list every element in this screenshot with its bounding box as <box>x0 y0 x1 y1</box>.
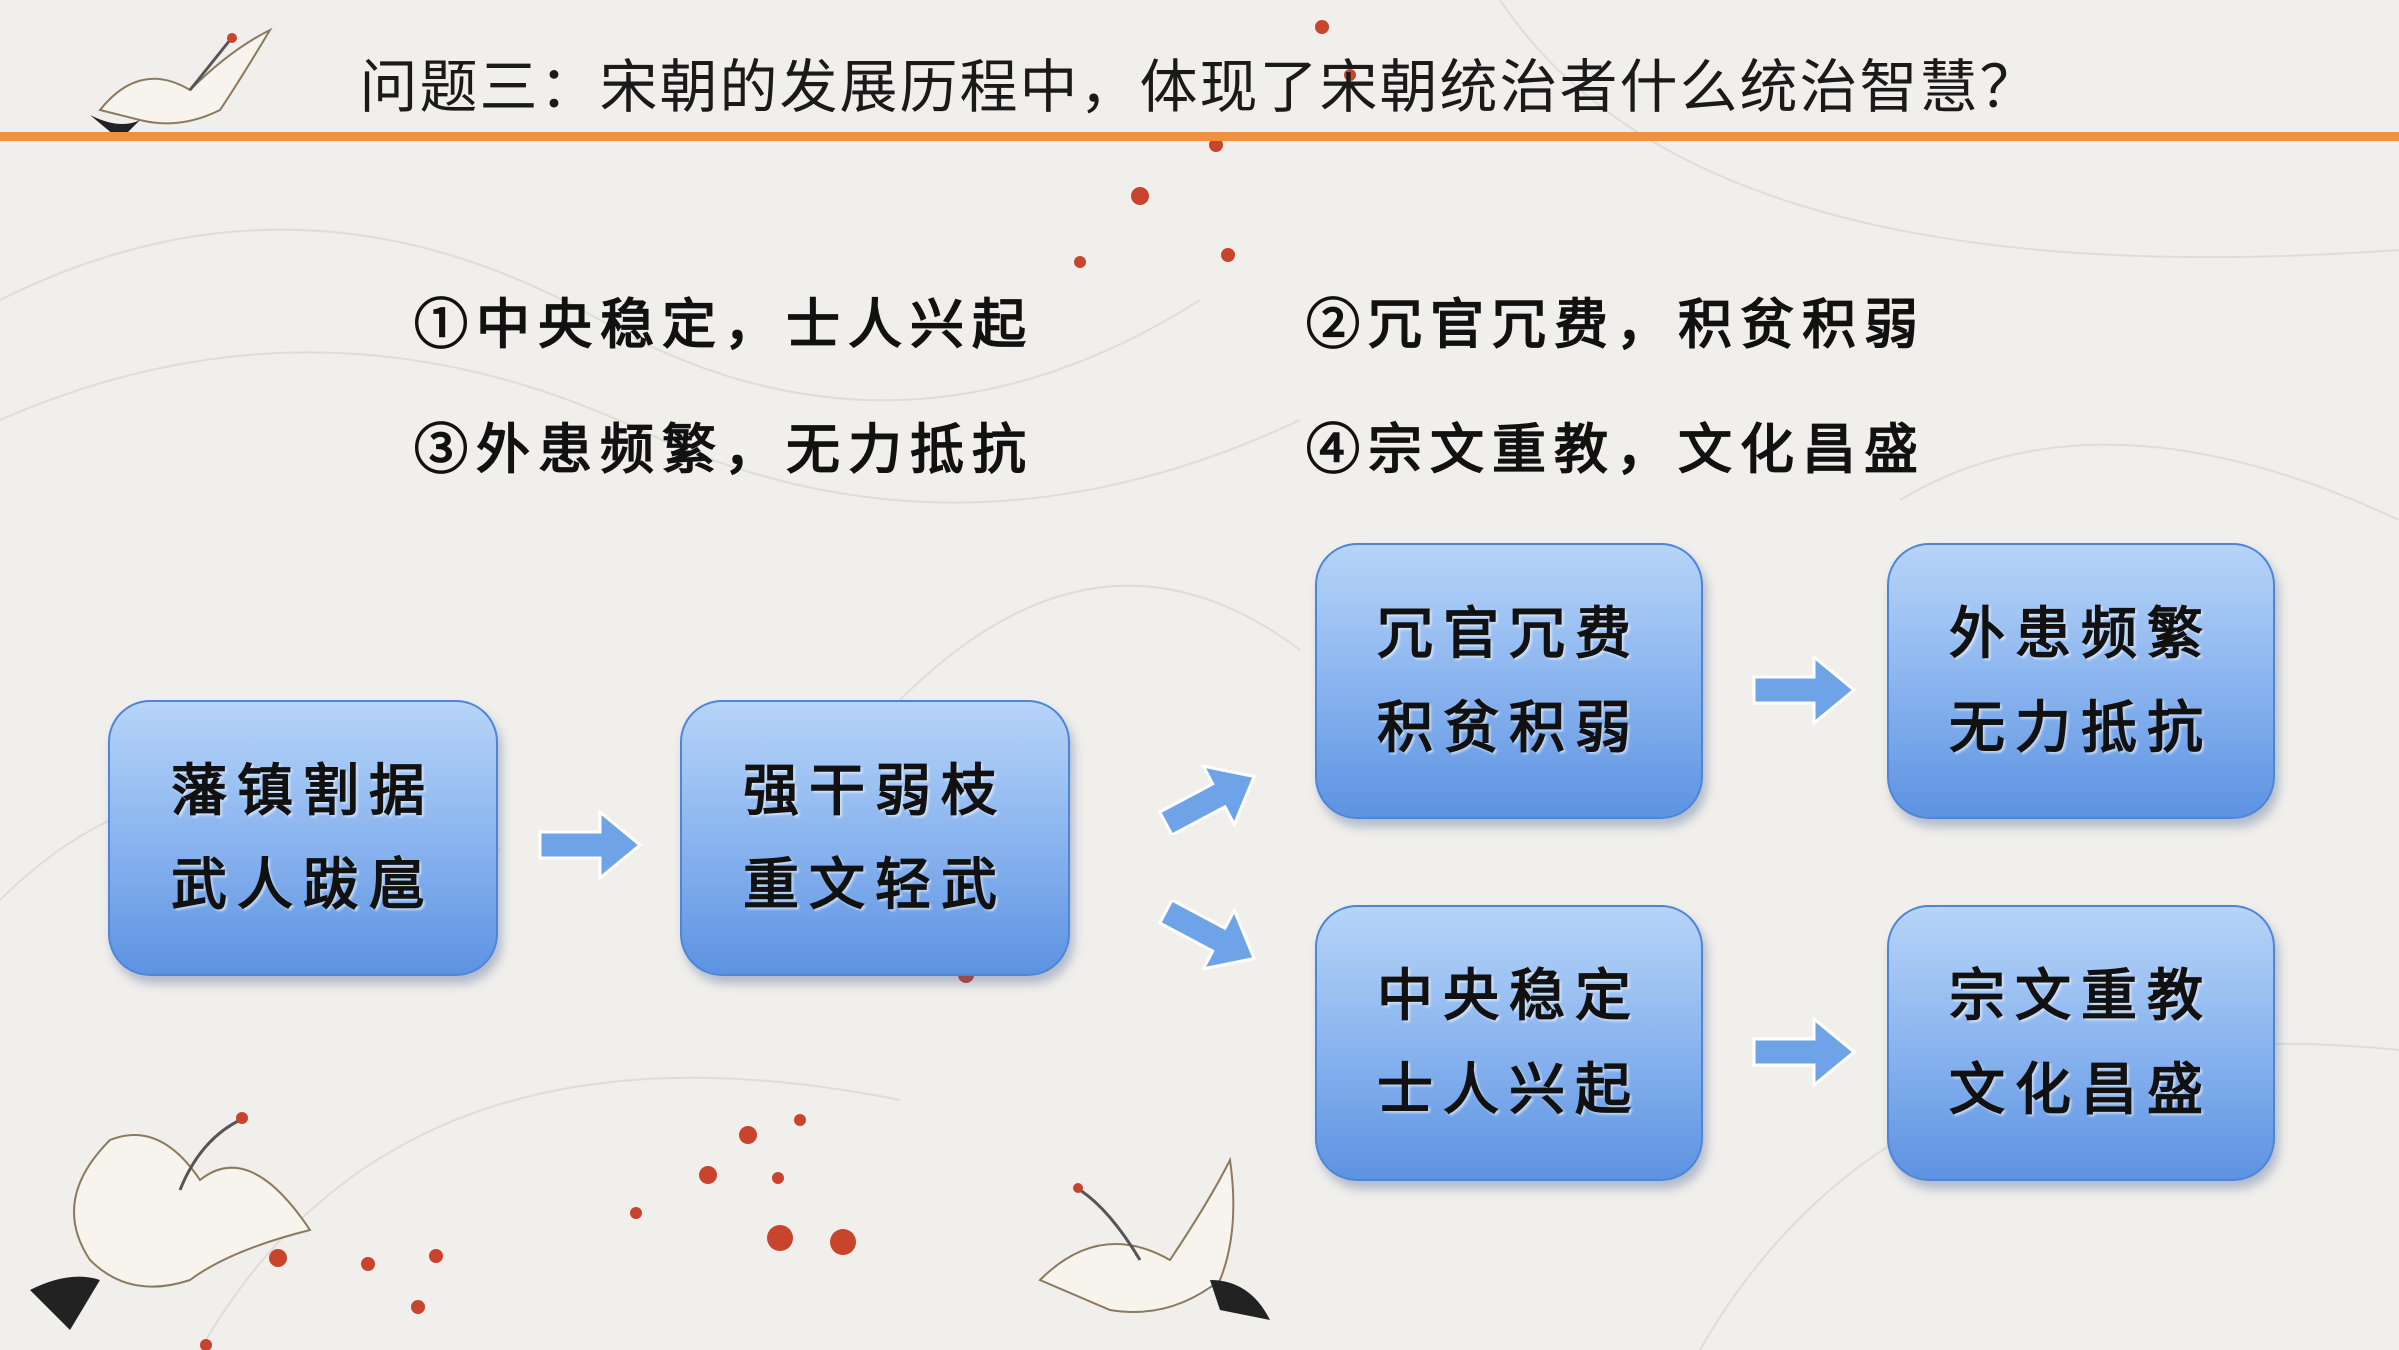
arrow-right-icon <box>1752 655 1856 725</box>
flow-box-line1: 宗文重教 <box>1949 963 2213 1029</box>
option-3: ③外患频繁，无力抵抗 <box>414 417 1034 481</box>
flow-box-line2: 文化昌盛 <box>1949 1057 2213 1123</box>
flow-box-line2: 积贫积弱 <box>1377 695 1641 761</box>
flow-box-line1: 外患频繁 <box>1949 601 2213 667</box>
flow-box-line1: 藩镇割据 <box>171 758 435 824</box>
page-title: 问题三：宋朝的发展历程中，体现了宋朝统治者什么统治智慧？ <box>359 53 2040 121</box>
flow-box-rongguan: 冗官冗费 积贫积弱 <box>1315 543 1703 819</box>
crane-icon <box>90 27 273 140</box>
flow-box-line2: 重文轻武 <box>743 852 1007 918</box>
option-2: ②冗官冗费，积贫积弱 <box>1306 292 1926 356</box>
flow-box-waihuan: 外患频繁 无力抵抗 <box>1887 543 2275 819</box>
flow-box-line1: 强干弱枝 <box>743 758 1007 824</box>
arrow-down-right-icon <box>1158 900 1257 970</box>
arrow-right-icon <box>1752 1017 1856 1087</box>
flow-box-zhongyang: 中央稳定 士人兴起 <box>1315 905 1703 1181</box>
flow-box-zongwen: 宗文重教 文化昌盛 <box>1887 905 2275 1181</box>
flow-box-line1: 冗官冗费 <box>1377 601 1641 667</box>
option-1: ①中央稳定，士人兴起 <box>414 292 1034 356</box>
flow-box-qianggan: 强干弱枝 重文轻武 <box>680 700 1070 976</box>
flow-box-line2: 士人兴起 <box>1377 1057 1641 1123</box>
arrow-right-icon <box>538 810 642 880</box>
red-dots <box>200 20 1356 1350</box>
flow-box-fanzhen: 藩镇割据 武人跋扈 <box>108 700 498 976</box>
option-4: ④宗文重教，文化昌盛 <box>1306 417 1926 481</box>
crane-icon <box>30 1112 312 1330</box>
flow-box-line2: 无力抵抗 <box>1949 695 2213 761</box>
flow-box-line1: 中央稳定 <box>1377 963 1641 1029</box>
title-underline <box>0 132 2399 141</box>
flow-box-line2: 武人跋扈 <box>171 852 435 918</box>
crane-icon <box>1038 1156 1270 1320</box>
arrow-up-right-icon <box>1158 765 1257 835</box>
